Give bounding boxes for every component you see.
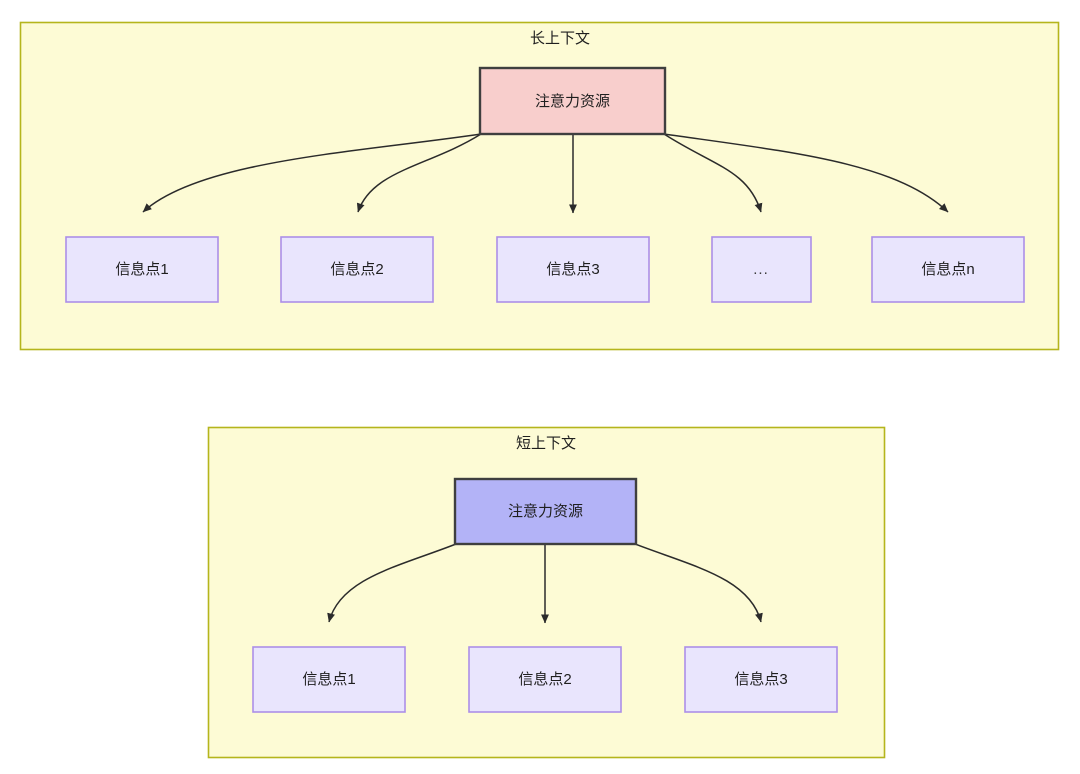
edge-source-to-leaf-4: [663, 133, 763, 213]
node-leaf-long-4[interactable]: ...: [711, 236, 812, 303]
panel-short-context: 短上下文 注意力资源 信息点1 信息点2 信息点3: [207, 426, 886, 759]
node-leaf-long-1-rect[interactable]: [65, 236, 219, 303]
node-source-short-context-rect[interactable]: [453, 477, 638, 546]
node-leaf-short-3-label: 信息点3: [734, 671, 787, 688]
edge-short-source-to-leaf-3: [634, 543, 763, 623]
node-leaf-long-2-rect[interactable]: [280, 236, 434, 303]
node-leaf-long-4-label: ...: [753, 261, 769, 278]
node-leaf-long-3[interactable]: 信息点3: [496, 236, 650, 303]
node-source-long-context-rect[interactable]: [478, 66, 667, 136]
node-source-long-context[interactable]: 注意力资源: [478, 66, 667, 136]
node-leaf-short-1-label: 信息点1: [302, 671, 355, 688]
panel-title-long-context: 长上下文: [530, 30, 590, 47]
node-leaf-long-4-rect[interactable]: [711, 236, 812, 303]
node-source-short-context[interactable]: 注意力资源: [453, 477, 638, 546]
node-leaf-short-2-rect[interactable]: [468, 646, 622, 713]
edge-short-source-to-leaf-1: [327, 543, 457, 623]
node-leaf-short-1-rect[interactable]: [252, 646, 406, 713]
node-leaf-short-3[interactable]: 信息点3: [684, 646, 838, 713]
node-source-long-context-label: 注意力资源: [535, 92, 610, 110]
edge-source-to-leaf-5: [663, 133, 949, 213]
node-leaf-short-2[interactable]: 信息点2: [468, 646, 622, 713]
node-leaf-short-2-label: 信息点2: [518, 671, 571, 688]
node-leaf-short-3-rect[interactable]: [684, 646, 838, 713]
edge-source-to-leaf-2: [356, 133, 482, 213]
node-leaf-long-5[interactable]: 信息点n: [871, 236, 1025, 303]
node-leaf-long-5-label: 信息点n: [921, 261, 974, 278]
node-leaf-long-1-label: 信息点1: [115, 261, 168, 278]
node-leaf-long-5-rect[interactable]: [871, 236, 1025, 303]
node-leaf-long-2[interactable]: 信息点2: [280, 236, 434, 303]
node-leaf-long-2-label: 信息点2: [330, 261, 383, 278]
node-leaf-long-1[interactable]: 信息点1: [65, 236, 219, 303]
edge-group-long-context: [142, 133, 949, 214]
node-source-short-context-label: 注意力资源: [508, 502, 583, 520]
node-leaf-long-3-rect[interactable]: [496, 236, 650, 303]
edge-group-short-context: [327, 543, 763, 624]
node-leaf-long-3-label: 信息点3: [546, 261, 599, 278]
edge-source-to-leaf-1: [142, 133, 482, 213]
panel-title-short-context: 短上下文: [516, 435, 576, 452]
panel-long-context: 长上下文 注意力资源 信息点1 信息点2: [19, 21, 1060, 351]
node-leaf-short-1[interactable]: 信息点1: [252, 646, 406, 713]
